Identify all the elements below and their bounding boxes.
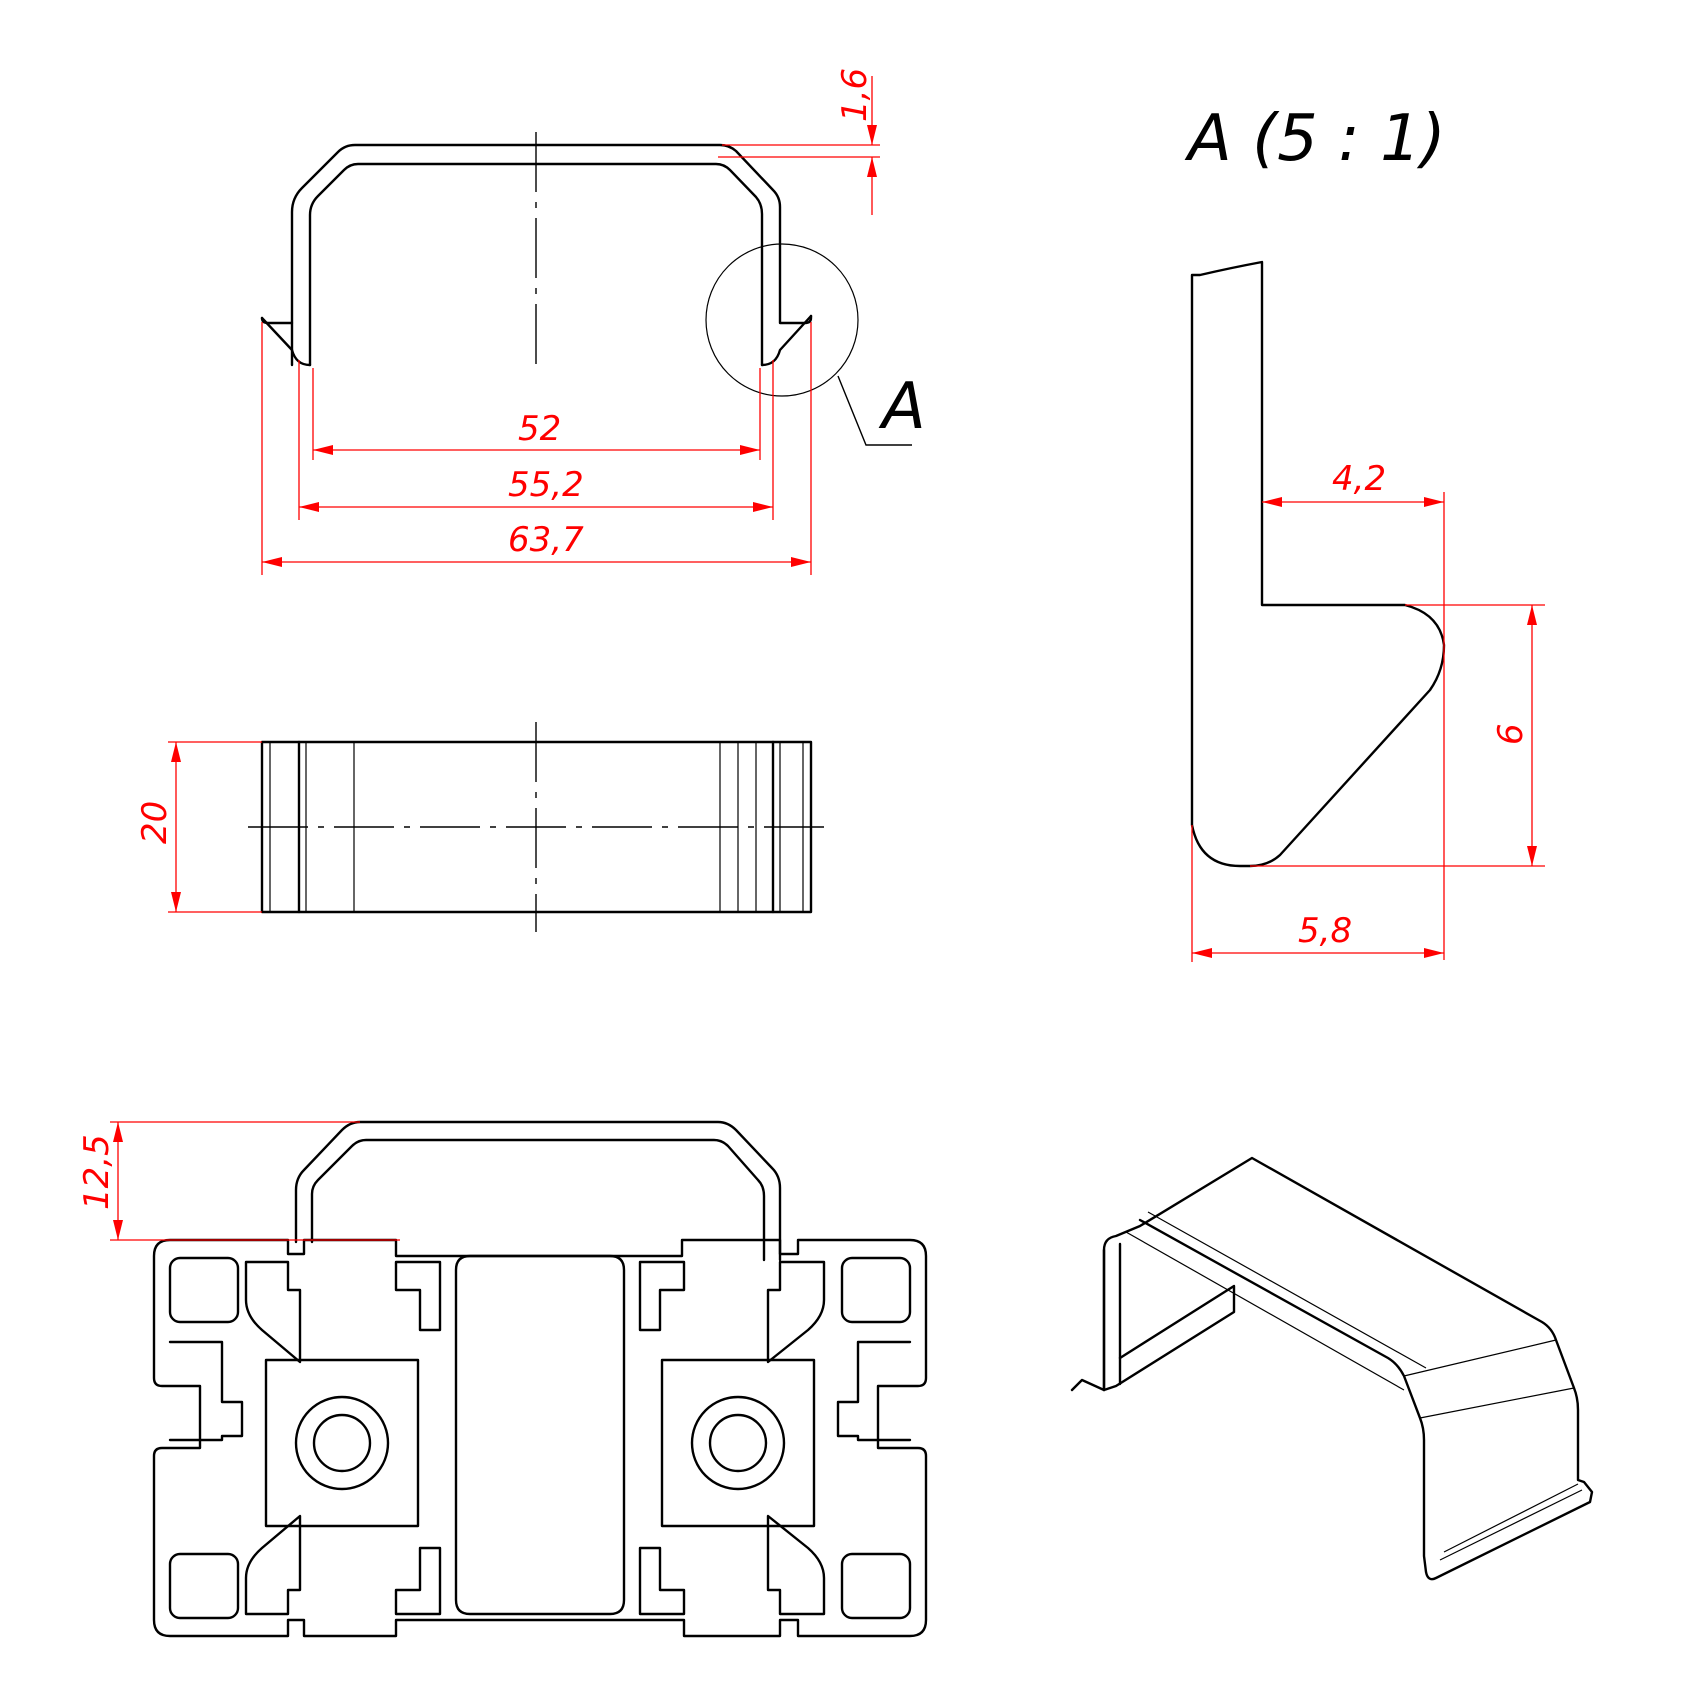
detail-title: A (5 : 1) xyxy=(1184,102,1446,176)
detail-view-a: A (5 : 1) 4,2 6 5,8 xyxy=(1184,102,1545,962)
dim-outer-width-text: 63,7 xyxy=(508,520,584,560)
dim-lip-height: 6 xyxy=(1250,604,1545,867)
dim-mid-width-text: 55,2 xyxy=(508,465,584,505)
dim-lip-width-text: 4,2 xyxy=(1332,459,1386,499)
dim-thickness-text: 1,6 xyxy=(835,68,875,122)
core-right xyxy=(690,1395,786,1491)
dim-total-width-text: 5,8 xyxy=(1298,911,1352,951)
top-view: 20 xyxy=(135,722,826,932)
dim-thickness: 1,6 xyxy=(718,68,880,215)
clip-left-lip xyxy=(260,316,312,367)
dim-height: 20 xyxy=(135,741,262,913)
front-view: A 1,6 52 55,2 63,7 xyxy=(260,68,926,575)
detail-leader xyxy=(837,375,912,446)
dim-outer-width: 63,7 xyxy=(262,520,811,567)
clip-right-lip xyxy=(760,314,813,367)
dim-offset-text: 12,5 xyxy=(77,1134,117,1210)
aluminium-profile-outline xyxy=(152,1238,928,1638)
dim-lip-width: 4,2 xyxy=(1262,459,1445,960)
assembly-view: 12,5 xyxy=(77,1120,928,1638)
dim-mid-width: 55,2 xyxy=(299,465,773,512)
dim-inner-width: 52 xyxy=(313,409,760,455)
detail-profile xyxy=(1190,260,1446,868)
isometric-view xyxy=(1070,1156,1594,1581)
assembly-clip xyxy=(294,1120,782,1262)
dim-height-text: 20 xyxy=(135,801,175,844)
detail-circle-a xyxy=(705,243,859,397)
detail-label-a: A xyxy=(878,370,926,444)
dim-lip-height-text: 6 xyxy=(1491,723,1531,745)
clip-inner-profile xyxy=(308,162,764,367)
dim-total-width: 5,8 xyxy=(1191,825,1444,962)
dim-inner-width-text: 52 xyxy=(518,409,561,449)
core-left xyxy=(294,1395,390,1491)
clip-outer-profile xyxy=(260,143,813,325)
dim-offset: 12,5 xyxy=(77,1121,400,1241)
